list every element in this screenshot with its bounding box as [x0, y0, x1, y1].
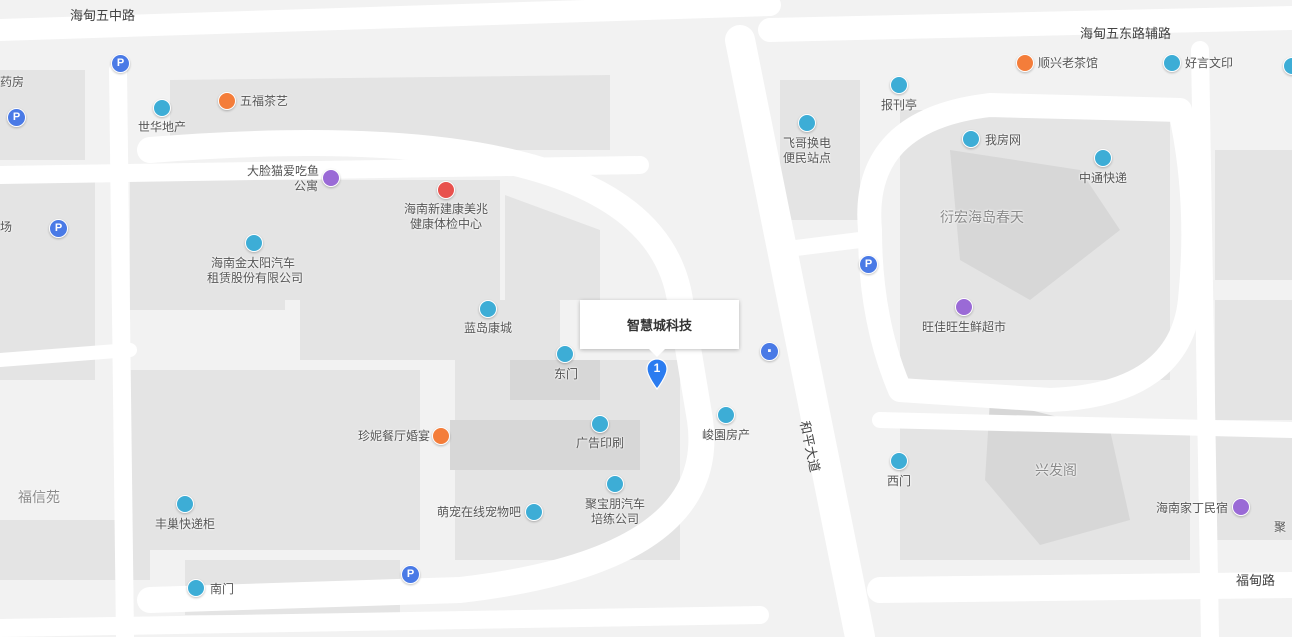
driving-school-icon[interactable] — [606, 475, 624, 493]
poi-label-east-gate[interactable]: 东门 — [554, 367, 579, 381]
poi-label-zhongtong[interactable]: 中通快递 — [1079, 171, 1128, 185]
gate-icon[interactable] — [556, 345, 574, 363]
selected-place-name: 智慧城科技 — [626, 318, 692, 333]
hospital-icon[interactable] — [437, 181, 455, 199]
poi-label-jintaiyang-2[interactable]: 租赁股份有限公司 — [207, 271, 304, 285]
poi-label-jintaiyang-1[interactable]: 海南金太阳汽车 — [211, 256, 296, 270]
poi-label-south-gate[interactable]: 南门 — [210, 582, 235, 596]
poi-label-dalian-2[interactable]: 公寓 — [294, 179, 319, 193]
poi-label-hainanjia[interactable]: 海南家丁民宿 — [1156, 501, 1229, 515]
road-label-fudian: 福甸路 — [1236, 573, 1275, 588]
parking-icon[interactable]: P — [7, 108, 26, 127]
poi-label-west-gate[interactable]: 西门 — [887, 474, 912, 488]
poi-label-shihua[interactable]: 世华地产 — [138, 120, 187, 134]
buildings — [0, 70, 1292, 615]
bus-stop-icon[interactable]: ▪ — [760, 342, 779, 361]
real-estate-icon[interactable] — [717, 406, 735, 424]
poi-label-health-1[interactable]: 海南新建康美兆 — [404, 202, 489, 216]
gate-icon[interactable] — [187, 579, 205, 597]
poi-label-ad-print[interactable]: 广告印刷 — [576, 436, 625, 450]
marker-shape — [646, 358, 668, 390]
poi-label-shunxing[interactable]: 顺兴老茶馆 — [1038, 56, 1099, 70]
poi-label-dalian-1[interactable]: 大脸猫爱吃鱼 — [247, 164, 320, 178]
hotel-icon[interactable] — [1232, 498, 1250, 516]
supermarket-icon[interactable] — [955, 298, 973, 316]
area-label-fuxin: 福信苑 — [18, 489, 60, 505]
poi-label-haoyan[interactable]: 好言文印 — [1185, 56, 1234, 70]
poi-label-ju-partial[interactable]: 聚 — [1274, 520, 1287, 534]
poi-label-landao[interactable]: 蓝岛康城 — [464, 321, 513, 335]
road-label-haidian-5-middle: 海甸五中路 — [70, 8, 135, 23]
parking-icon[interactable]: P — [859, 255, 878, 274]
newsstand-icon[interactable] — [890, 76, 908, 94]
poi-label-fengchao[interactable]: 丰巢快递柜 — [155, 517, 216, 531]
poi-label-wufu[interactable]: 五福茶艺 — [240, 94, 289, 108]
residential-icon[interactable] — [479, 300, 497, 318]
poi-label-feige-2[interactable]: 便民站点 — [783, 151, 832, 165]
real-estate-icon[interactable] — [153, 99, 171, 117]
restaurant-icon[interactable] — [432, 427, 450, 445]
area-label-yanhong: 衍宏海岛春天 — [940, 209, 1024, 225]
poi-label-health-2[interactable]: 健康体检中心 — [410, 217, 483, 231]
tea-icon[interactable] — [218, 92, 236, 110]
poi-label-jubaopeng-2[interactable]: 培练公司 — [591, 512, 640, 526]
poi-label-field[interactable]: 场 — [0, 220, 13, 234]
parking-icon[interactable]: P — [111, 54, 130, 73]
poi-label-wangjia[interactable]: 旺佳旺生鲜超市 — [922, 320, 1007, 334]
poi-label-baokan[interactable]: 报刊亭 — [881, 98, 918, 112]
tea-icon[interactable] — [1016, 54, 1034, 72]
car-rental-icon[interactable] — [245, 234, 263, 252]
pet-shop-icon[interactable] — [525, 503, 543, 521]
print-shop-icon[interactable] — [1163, 54, 1181, 72]
real-estate-icon[interactable] — [962, 130, 980, 148]
poi-label-feige-1[interactable]: 飞哥换电 — [783, 136, 832, 150]
poi-label-mengchong[interactable]: 萌宠在线宠物吧 — [437, 505, 522, 519]
parcel-locker-icon[interactable] — [176, 495, 194, 513]
area-label-xingfa: 兴发阁 — [1035, 462, 1077, 478]
poi-label-jenny[interactable]: 珍妮餐厅婚宴 — [358, 429, 431, 443]
poi-label-pharmacy[interactable]: 药房 — [0, 75, 25, 89]
courier-icon[interactable] — [1094, 149, 1112, 167]
hotel-icon[interactable] — [322, 169, 340, 187]
parking-icon[interactable]: P — [401, 565, 420, 584]
poi-label-jubaopeng-1[interactable]: 聚宝朋汽车 — [585, 497, 646, 511]
poi-label-wofang[interactable]: 我房网 — [985, 133, 1022, 147]
poi-label-junyuan[interactable]: 峻園房产 — [702, 428, 751, 442]
print-shop-icon[interactable] — [591, 415, 609, 433]
parking-icon[interactable]: P — [49, 219, 68, 238]
selected-place-callout[interactable]: 智慧城科技 — [580, 300, 739, 357]
location-marker-icon[interactable]: 1 — [646, 358, 668, 390]
gate-icon[interactable] — [890, 452, 908, 470]
building-shadows — [450, 150, 1130, 545]
charging-station-icon[interactable] — [798, 114, 816, 132]
road-label-haidian-5-east-aux: 海甸五东路辅路 — [1080, 26, 1171, 41]
marker-number: 1 — [653, 361, 661, 375]
